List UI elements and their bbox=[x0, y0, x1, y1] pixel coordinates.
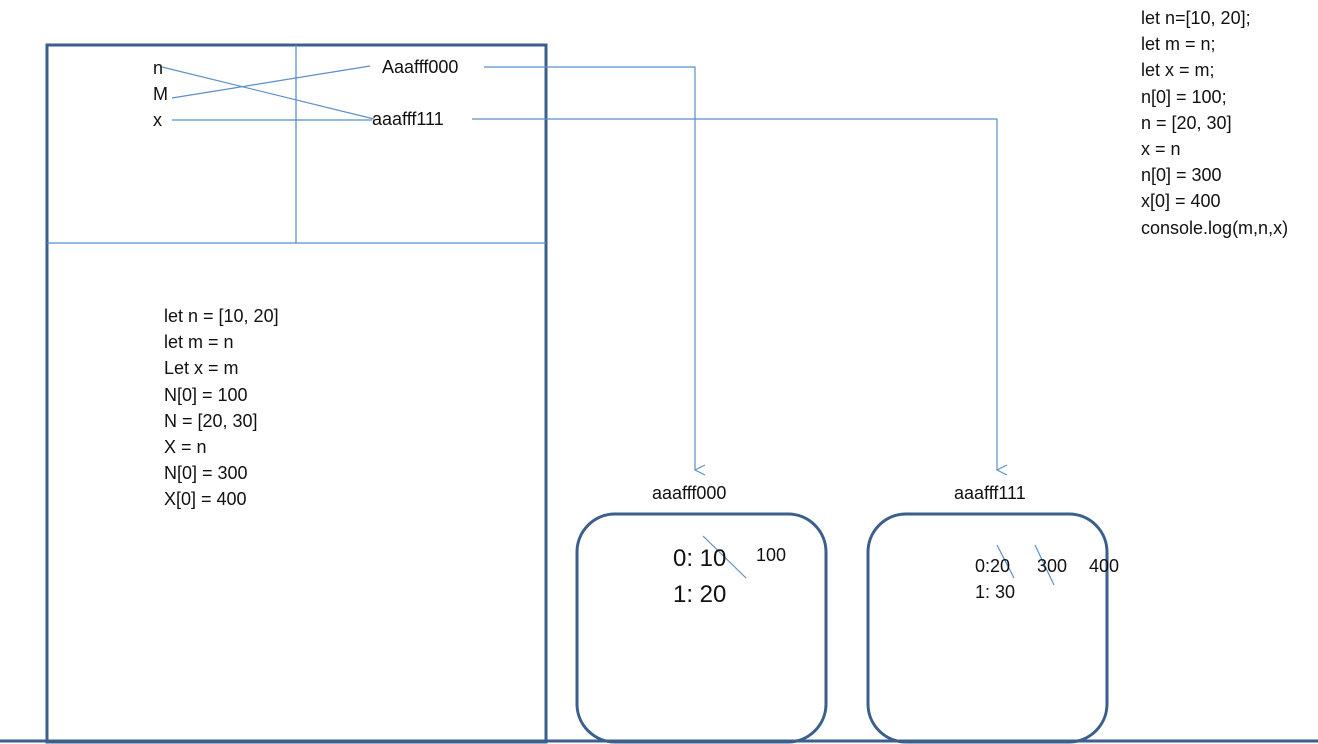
code-panel-line: x[0] = 400 bbox=[1141, 191, 1221, 212]
code-panel: let n=[10, 20]; let m = n; let x = m; n[… bbox=[1141, 5, 1288, 241]
code-panel-line: n = [20, 30] bbox=[1141, 112, 1232, 133]
code-panel-line: let m = n; bbox=[1141, 34, 1216, 55]
heap1-entry-0: 0:20 bbox=[975, 556, 1011, 576]
heap1-entry-1: 1: 30 bbox=[975, 582, 1016, 602]
stack-var-m: M bbox=[153, 84, 168, 104]
stack-var-n: n bbox=[153, 58, 164, 78]
heap-label-1: aaafff111 bbox=[954, 483, 1026, 503]
code-panel-line: n[0] = 100; bbox=[1141, 86, 1227, 107]
link-m-to-aaafff000 bbox=[171, 65, 371, 99]
code-panel-line: console.log(m,n,x) bbox=[1141, 217, 1289, 238]
heap-object-aaafff111 bbox=[866, 512, 1109, 744]
code-panel-line: n[0] = 300 bbox=[1141, 165, 1222, 186]
stack-code-line: let n = [10, 20] bbox=[164, 306, 279, 326]
heap1-annotation-1: 400 bbox=[1089, 556, 1120, 576]
heap0-entry-0: 0: 10 bbox=[673, 545, 727, 572]
stack-address-0: Aaafff000 bbox=[382, 57, 459, 77]
heap0-annotation-0: 100 bbox=[756, 545, 787, 565]
arrow-to-heap-aaafff111 bbox=[472, 118, 997, 470]
stack-code-line: N[0] = 300 bbox=[164, 463, 248, 484]
strike-mark-300 bbox=[1034, 544, 1055, 586]
code-panel-line: x = n bbox=[1141, 138, 1181, 159]
heap1-annotation-0: 300 bbox=[1037, 556, 1068, 576]
link-n-to-aaafff111 bbox=[161, 66, 375, 120]
stack-code-listing: let n = [10, 20] let m = n Let x = m N[0… bbox=[164, 303, 279, 513]
heap0-entry-1: 1: 20 bbox=[673, 581, 727, 608]
stack-code-line: X[0] = 400 bbox=[164, 489, 247, 510]
arrow-to-heap-aaafff000 bbox=[484, 66, 695, 470]
stack-code-line: let m = n bbox=[164, 332, 234, 353]
stack-code-line: Let x = m bbox=[164, 358, 239, 379]
stack-code-line: N[0] = 100 bbox=[164, 384, 248, 405]
code-panel-line: let x = m; bbox=[1141, 60, 1215, 81]
stack-code-line: X = n bbox=[164, 436, 207, 457]
heap-label-0: aaafff000 bbox=[652, 483, 727, 503]
code-panel-line: let n=[10, 20]; bbox=[1141, 8, 1251, 28]
stack-var-x: x bbox=[153, 110, 162, 130]
strike-mark-20 bbox=[996, 544, 1015, 579]
stack-address-1: aaafff111 bbox=[372, 109, 444, 129]
strike-mark-10 bbox=[702, 535, 747, 579]
stack-code-line: N = [20, 30] bbox=[164, 410, 258, 431]
